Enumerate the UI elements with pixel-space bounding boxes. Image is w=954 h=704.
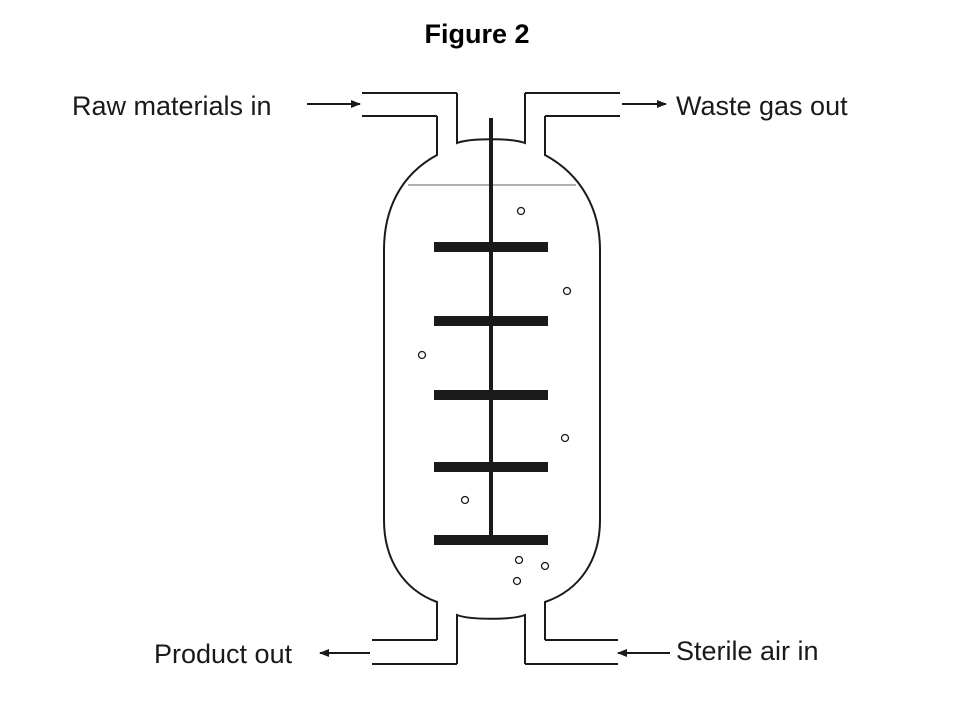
waste-gas-out-label: Waste gas out <box>676 91 848 121</box>
stirrer-paddle <box>434 316 548 326</box>
air-bubble <box>460 495 470 505</box>
outlet-pipe-product <box>372 639 457 665</box>
stirrer-paddle <box>434 390 548 400</box>
product-out-label: Product out <box>154 639 293 669</box>
stirrer-paddle <box>434 535 548 545</box>
air-bubble <box>562 286 572 296</box>
stirrer-paddles-icon <box>434 242 548 545</box>
figure-title: Figure 2 <box>424 19 530 49</box>
sterile-air-in-label: Sterile air in <box>676 636 819 666</box>
air-bubble <box>512 576 522 586</box>
air-bubbles-icon <box>417 206 572 586</box>
air-bubble <box>560 433 570 443</box>
air-bubble <box>516 206 526 216</box>
air-bubble <box>540 561 550 571</box>
inlet-pipe-sterile-air <box>525 639 618 665</box>
inlet-pipe-raw-materials <box>362 92 457 117</box>
stirrer-paddle <box>434 242 548 252</box>
outlet-pipe-waste-gas <box>525 92 620 117</box>
raw-materials-in-label: Raw materials in <box>72 91 272 121</box>
air-bubble <box>514 555 524 565</box>
stirrer-paddle <box>434 462 548 472</box>
air-bubble <box>417 350 427 360</box>
